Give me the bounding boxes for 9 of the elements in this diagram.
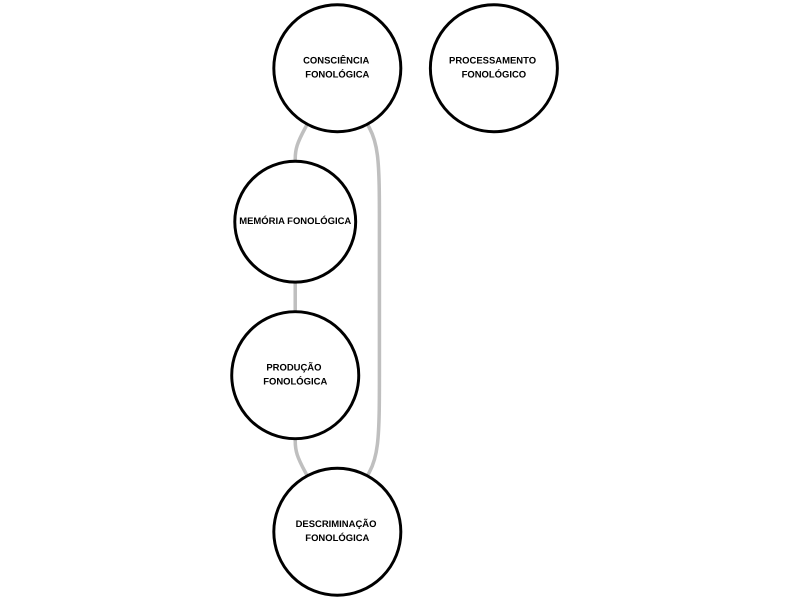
node-circle: CONSCIÊNCIA FONOLÓGICA xyxy=(272,3,402,134)
connector xyxy=(366,123,382,477)
node-circle: PROCESSAMENTO FONOLÓGICO xyxy=(428,3,559,134)
node-circle: DESCRIMINAÇÃO FONOLÓGICA xyxy=(272,466,402,597)
connector xyxy=(293,123,309,162)
node-circle: MEMÓRIA FONOLÓGICA xyxy=(233,160,358,284)
connector xyxy=(293,438,309,477)
connector xyxy=(293,282,297,312)
node-circle: PRODUÇÃO FONOLÓGICA xyxy=(230,310,360,440)
